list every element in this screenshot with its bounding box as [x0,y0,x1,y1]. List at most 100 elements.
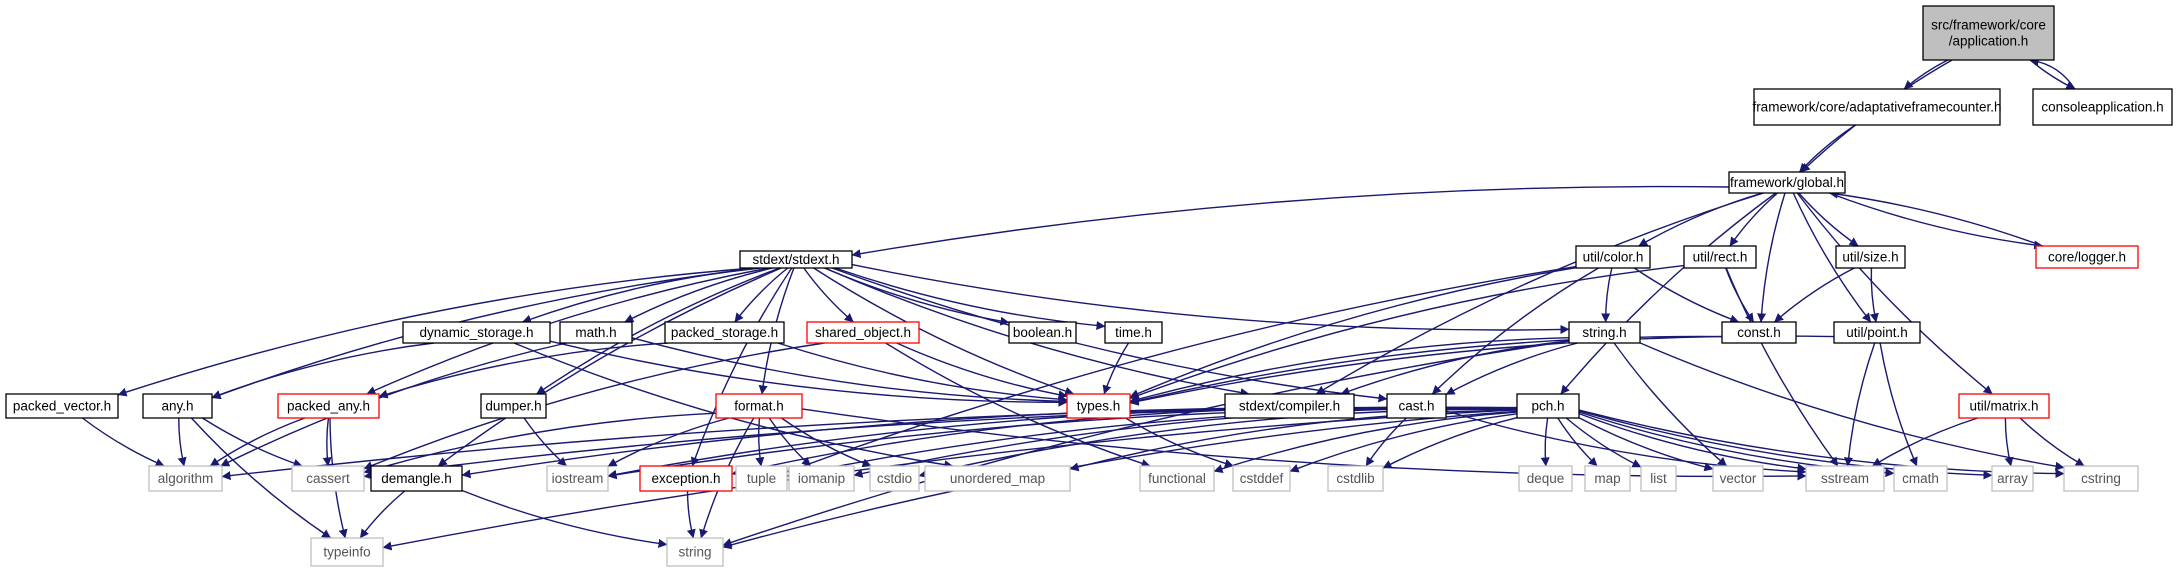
node-shobj[interactable]: shared_object.h [806,321,920,344]
nodes-layer: src/framework/core/application.h framewor… [5,5,2173,567]
node-const[interactable]: const.h [1721,321,1797,344]
node-tuple: tuple [735,465,788,492]
node-root[interactable]: src/framework/core/application.h [1922,5,2055,61]
edge-any-to-cassert [202,417,303,468]
edge-pkany-to-algorithm [209,417,306,467]
node-iostream: iostream [546,465,609,492]
edge-stdext-to-boolean [824,267,1010,326]
node-point-box [1833,321,1921,344]
node-functional-box [1139,465,1215,492]
node-consoleapp[interactable]: consoleapplication.h [2032,88,2173,126]
node-global[interactable]: framework/global.h [1728,171,1846,194]
node-iomanip-label: iomanip [798,471,845,486]
edge-format-to-iostream [607,417,730,467]
node-compiler[interactable]: stdext/compiler.h [1224,393,1355,419]
node-math[interactable]: math.h [559,321,633,344]
node-pkstor-label: packed_storage.h [671,325,778,340]
node-afc[interactable]: framework/core/adaptativeframecounter.h [1752,88,2002,126]
node-types[interactable]: types.h [1066,393,1131,419]
edge-afc-to-global [1798,124,1856,173]
node-format[interactable]: format.h [715,393,803,419]
node-dynstor[interactable]: dynamic_storage.h [402,321,551,344]
node-exception[interactable]: exception.h [639,465,733,492]
node-root-label: src/framework/core [1931,18,2046,33]
node-color[interactable]: util/color.h [1575,245,1651,269]
node-deque-label: deque [1527,471,1565,486]
edge-stdext-to-compiler [824,267,1250,397]
node-stdext-label: stdext/stdext.h [752,252,839,267]
node-size-box [1835,245,1906,269]
node-dumper[interactable]: dumper.h [480,393,547,419]
edge-global-to-compiler [1315,192,1764,395]
node-functional: functional [1139,465,1215,492]
node-string-label: string.h [1582,325,1626,340]
node-cstddef: cstddef [1232,465,1291,492]
node-iostream-box [546,465,609,492]
node-dumper-label: dumper.h [485,399,541,414]
node-strsys-box [666,537,724,567]
node-logger[interactable]: core/logger.h [2035,245,2139,269]
node-cstdlib-label: cstdlib [1336,471,1374,486]
node-const-label: const.h [1737,325,1781,340]
node-map: map [1584,465,1631,492]
edge-stdext-to-shobj [803,267,854,323]
edge-pkany-to-cassert [322,417,332,467]
node-strsys: string [666,537,724,567]
node-array-box [1991,465,2034,492]
node-point[interactable]: util/point.h [1833,321,1921,344]
edge-string-to-compiler [1340,340,1570,396]
node-consoleapp-label: consoleapplication.h [2041,100,2163,115]
node-stdext[interactable]: stdext/stdext.h [739,250,853,269]
node-shobj-label: shared_object.h [815,325,911,340]
node-stdext-box [739,250,853,269]
edge-pch-to-umap [1069,409,1518,472]
node-algorithm-box [148,465,223,492]
node-any[interactable]: any.h [142,393,213,419]
node-any-label: any.h [161,399,193,414]
node-rect[interactable]: util/rect.h [1683,245,1757,269]
node-boolean[interactable]: boolean.h [1008,321,1077,344]
node-tuple-box [735,465,788,492]
node-typeinfo: typeinfo [310,537,384,567]
edge-demangle-to-typeinfo [359,490,406,539]
node-pkvec[interactable]: packed_vector.h [5,393,119,419]
node-dumper-box [480,393,547,419]
node-sstream-box [1805,465,1885,492]
edge-root-to-consoleapp [2029,59,2076,90]
node-deque: deque [1518,465,1573,492]
edge-string-to-cast [1445,342,1578,396]
node-typeinfo-box [310,537,384,567]
node-cast[interactable]: cast.h [1386,393,1447,419]
node-demangle[interactable]: demangle.h [370,465,463,492]
node-afc-box [1753,88,2001,126]
node-matrix[interactable]: util/matrix.h [1958,393,2050,419]
node-umap-box [924,465,1071,492]
node-time[interactable]: time.h [1104,321,1163,344]
edge-string-to-cstring [1639,342,2065,471]
node-string[interactable]: string.h [1568,321,1641,344]
node-cstdlib: cstdlib [1327,465,1384,492]
node-pkany[interactable]: packed_any.h [277,393,380,419]
node-pch-label: pch.h [1531,399,1564,414]
edge-string-to-types [1129,337,1570,404]
edge-global-to-size [1798,192,1859,247]
edge-math-to-types [631,337,1068,406]
node-iostream-label: iostream [552,471,604,486]
node-pkstor[interactable]: packed_storage.h [664,321,785,344]
edge-stdext-to-dumper [536,267,780,395]
node-pch[interactable]: pch.h [1516,393,1580,419]
edge-pch-to-vector [1578,417,1714,472]
edge-pkvec-to-algorithm [81,417,165,467]
edge-consoleapp-to-root [2029,56,2076,90]
node-shobj-box [806,321,920,344]
edge-demangle-to-strsys [461,489,668,548]
node-global-box [1728,171,1846,194]
edge-root-to-afc [1903,59,1949,90]
node-demangle-label: demangle.h [381,471,452,486]
edge-stdext-to-pkstor [734,267,789,323]
edge-rect-to-sstream [1725,267,1839,467]
node-afc-label: framework/core/adaptativeframecounter.h [1752,100,2001,115]
node-color-label: util/color.h [1583,250,1644,265]
node-size[interactable]: util/size.h [1835,245,1906,269]
